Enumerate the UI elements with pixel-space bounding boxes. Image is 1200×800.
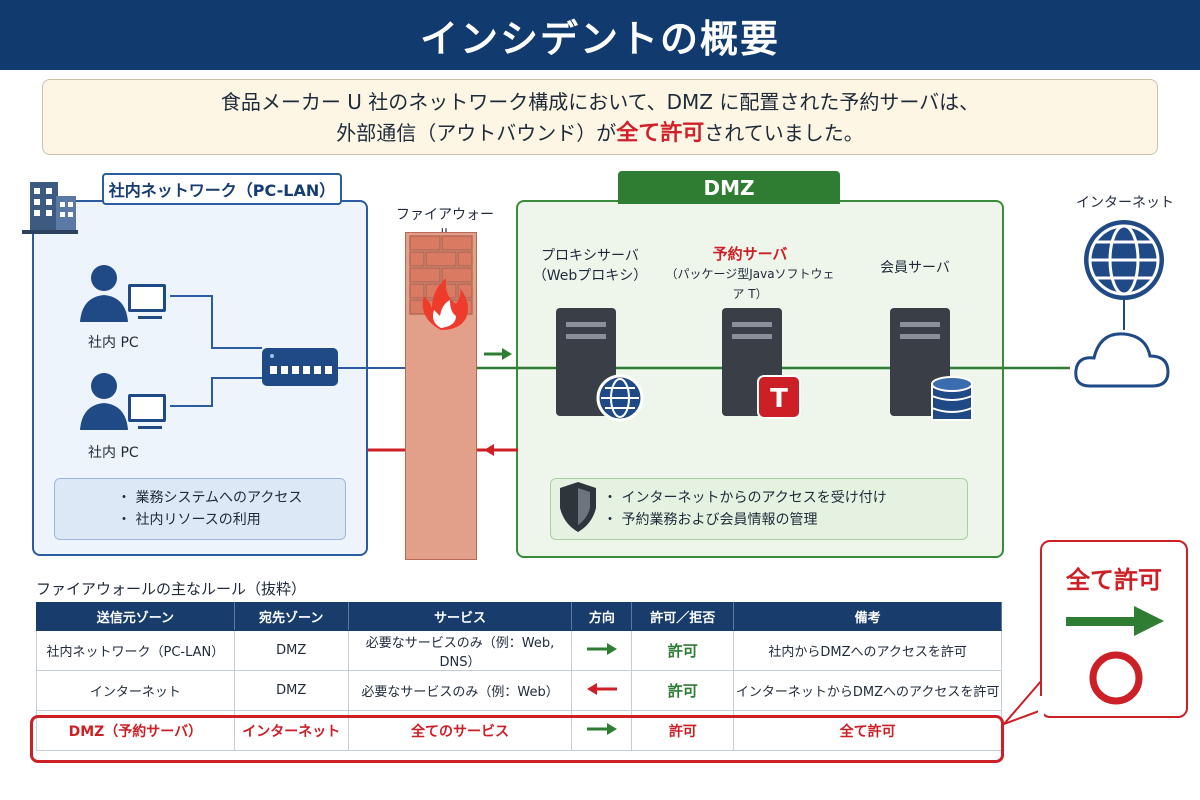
reservation-server-name: 予約サーバ <box>712 245 788 263</box>
row3-dir <box>571 710 633 751</box>
building-icon <box>22 182 78 234</box>
lan-info-1: ・ 業務システムへのアクセス <box>117 490 303 506</box>
lan-title: 社内ネットワーク（PC-LAN） <box>102 173 342 205</box>
rules-title: ファイアウォールの主なルール（抜粋） <box>36 580 307 598</box>
summary-line-2-pre: 外部通信（アウトバウンド）が <box>336 121 617 145</box>
table-row: インターネット DMZ 必要なサービスのみ（例：Web） 許可 インターネットか… <box>36 670 1002 711</box>
summary-line-2-post: されていました。 <box>704 121 864 145</box>
table-header-row: 送信元ゾーン 宛先ゾーン サービス 方向 許可／拒否 備考 <box>36 602 1002 631</box>
row2-dir <box>571 670 633 711</box>
table-row: 社内ネットワーク（PC-LAN） DMZ 必要なサービスのみ（例：Web, DN… <box>36 630 1002 671</box>
row2-dst: DMZ <box>233 670 349 711</box>
rules-table: 送信元ゾーン 宛先ゾーン サービス 方向 許可／拒否 備考 社内ネットワーク（P… <box>36 602 1002 751</box>
reservation-server-sub: （パッケージ型Javaソフトウェア T） <box>665 267 835 301</box>
dmz-info-1: ・ インターネットからのアクセスを受け付け <box>603 490 887 506</box>
table-row-highlight: DMZ（予約サーバ） インターネット 全てのサービス 許可 全て許可 <box>36 710 1002 751</box>
th-dst: 宛先ゾーン <box>233 602 349 631</box>
row2-src: インターネット <box>36 670 235 711</box>
lan-info-box: ・ 業務システムへのアクセス ・ 社内リソースの利用 <box>54 478 346 540</box>
row3-dst: インターネット <box>233 710 349 751</box>
summary-highlight: 全て許可 <box>616 121 705 146</box>
arrow-right-icon <box>1066 606 1164 636</box>
row3-src: DMZ（予約サーバ） <box>36 710 235 751</box>
callout-box: 全て許可 <box>1040 540 1188 718</box>
th-note: 備考 <box>733 602 1002 631</box>
row2-action: 許可 <box>631 670 735 711</box>
arrow-icon <box>484 348 512 360</box>
globe-icon <box>1084 220 1164 300</box>
dmz-title: DMZ <box>618 171 840 204</box>
row1-note: 社内からDMZへのアクセスを許可 <box>733 630 1002 671</box>
summary-box: 食品メーカー U 社のネットワーク構成において、DMZ に配置された予約サーバは… <box>42 79 1158 155</box>
proxy-server-label: プロキシサーバ （Webプロキシ） <box>520 246 660 286</box>
arrow-icon <box>484 444 514 456</box>
th-src: 送信元ゾーン <box>36 602 235 631</box>
member-server-name: 会員サーバ <box>880 260 950 276</box>
arrow-left-icon <box>586 682 617 695</box>
internet-label: インターネット <box>1076 195 1174 211</box>
th-svc: サービス <box>347 602 573 631</box>
firewall-wall <box>405 232 477 560</box>
page-title: インシデントの概要 <box>0 0 1200 70</box>
reservation-server-label: 予約サーバ （パッケージ型Javaソフトウェア T） <box>660 244 840 304</box>
cloud-icon <box>1074 332 1170 388</box>
row1-dst: DMZ <box>233 630 349 671</box>
summary-line-2: 外部通信（アウトバウンド）が全て許可されていました。 <box>43 118 1157 149</box>
row3-action: 許可 <box>631 710 735 751</box>
row1-src: 社内ネットワーク（PC-LAN） <box>36 630 235 671</box>
arrow-right-icon <box>586 642 617 655</box>
row2-note: インターネットからDMZへのアクセスを許可 <box>733 670 1002 711</box>
member-server-label: 会員サーバ <box>860 258 970 278</box>
row3-note: 全て許可 <box>733 710 1002 751</box>
th-dir: 方向 <box>571 602 633 631</box>
circle-ok-icon <box>1089 651 1143 705</box>
th-action: 許可／拒否 <box>631 602 735 631</box>
summary-line-1: 食品メーカー U 社のネットワーク構成において、DMZ に配置された予約サーバは… <box>220 90 980 114</box>
dmz-info-box: ・ インターネットからのアクセスを受け付け ・ 予約業務および会員情報の管理 <box>550 478 968 540</box>
proxy-server-sub: （Webプロキシ） <box>532 268 648 284</box>
dmz-info-2: ・ 予約業務および会員情報の管理 <box>603 512 818 528</box>
row1-action: 許可 <box>631 630 735 671</box>
arrow-right-icon <box>586 722 617 735</box>
lan-info-2: ・ 社内リソースの利用 <box>117 512 261 528</box>
row2-svc: 必要なサービスのみ（例：Web） <box>347 670 573 711</box>
row1-dir <box>571 630 633 671</box>
proxy-server-name: プロキシサーバ <box>541 248 639 264</box>
row1-svc: 必要なサービスのみ（例：Web, DNS） <box>347 630 573 671</box>
callout-title: 全て許可 <box>1066 566 1162 594</box>
pc-2-label: 社内 PC <box>88 445 139 461</box>
row3-svc: 全てのサービス <box>347 710 573 751</box>
pc-1-label: 社内 PC <box>88 335 139 351</box>
